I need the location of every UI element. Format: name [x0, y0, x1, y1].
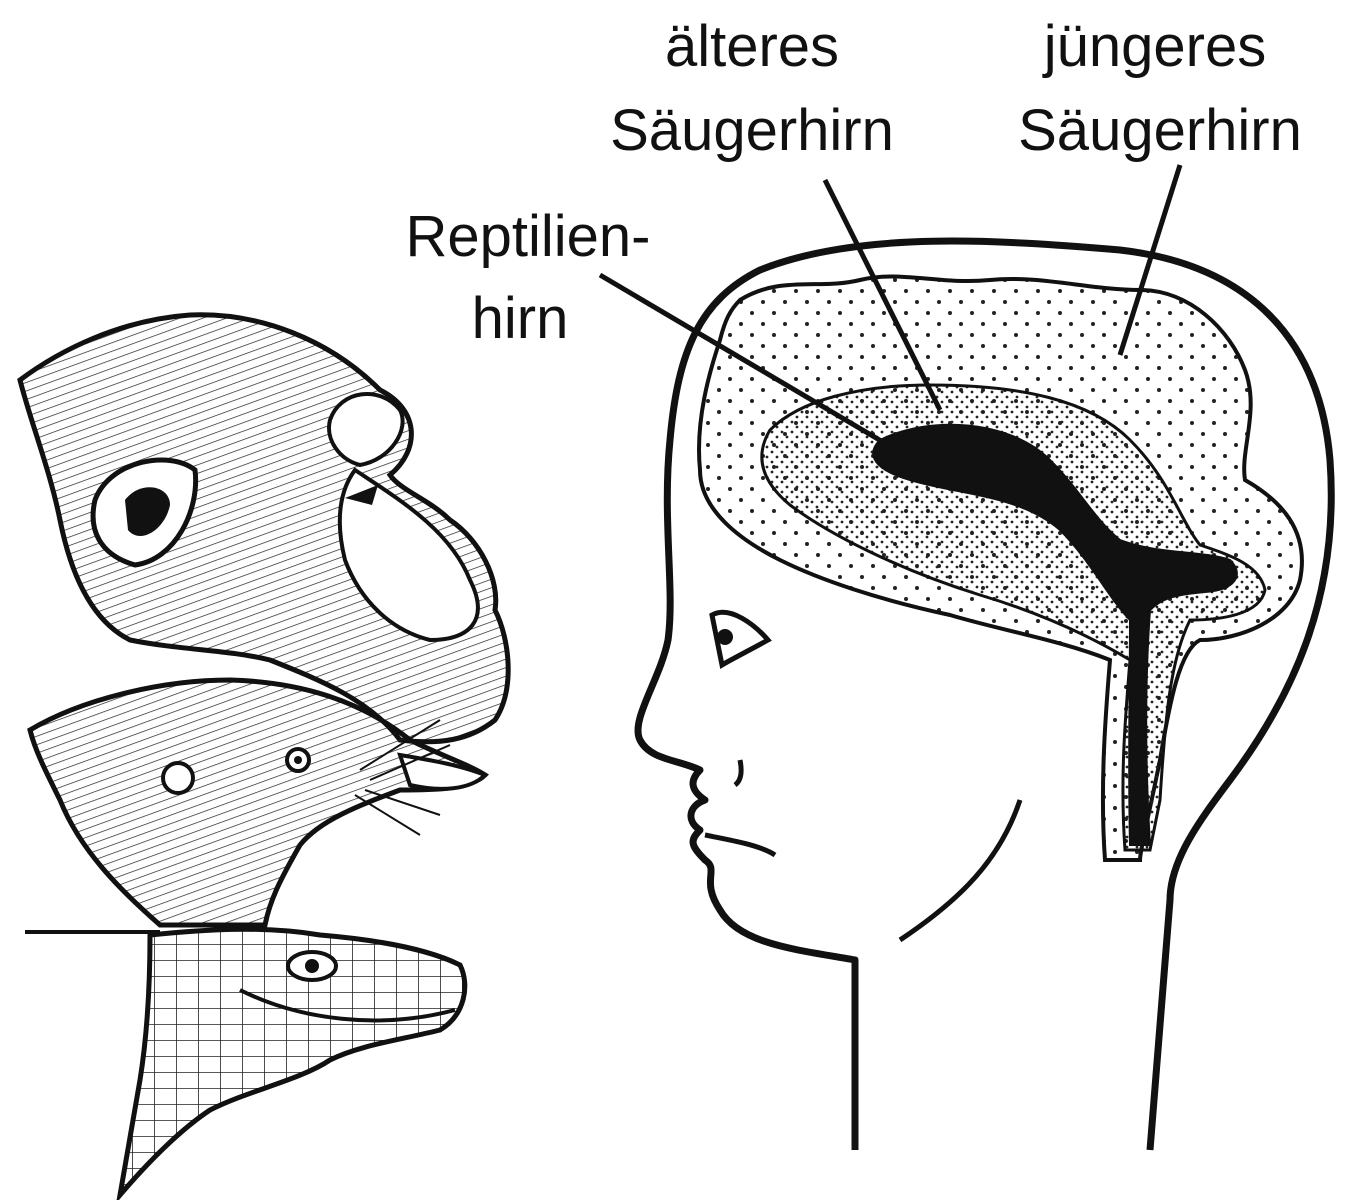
label-younger-mammal-brain: jüngeres Säugerhirn: [1018, 14, 1302, 163]
mammal-ear: [163, 763, 193, 793]
label-reptile-brain: Reptilien- hirn: [406, 204, 651, 351]
label-older-mammal-brain: älteres Säugerhirn: [610, 14, 894, 163]
chimpanzee-head: [20, 315, 508, 742]
lizard-head: [25, 929, 465, 1195]
older-mammal-line2: Säugerhirn: [610, 98, 894, 163]
reptile-line1: Reptilien-: [406, 204, 651, 269]
younger-mammal-line2: Säugerhirn: [1018, 98, 1302, 163]
younger-mammal-line1: jüngeres: [1042, 14, 1266, 79]
older-mammal-line1: älteres: [665, 14, 839, 79]
reptile-line2: hirn: [472, 286, 569, 351]
